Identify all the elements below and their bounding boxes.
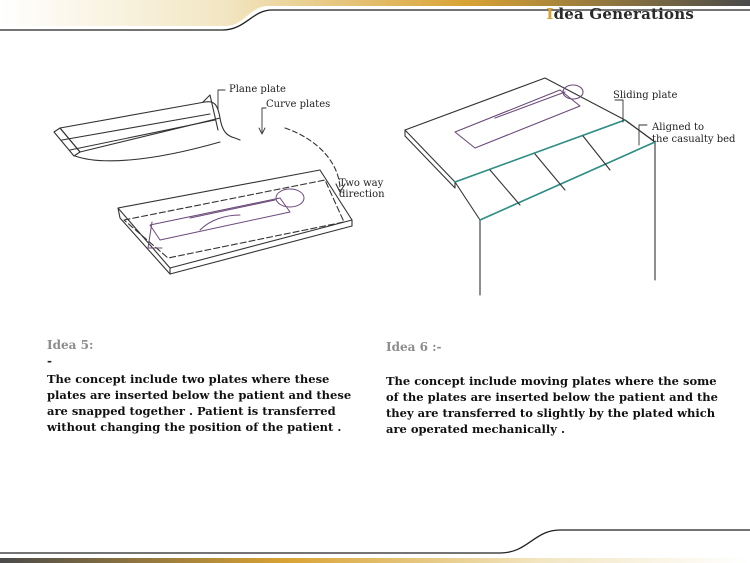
- bottom-curve-line: [0, 529, 750, 554]
- idea5-description: The concept include two plates where the…: [47, 372, 352, 434]
- page-title: Idea Generations: [546, 5, 694, 23]
- label-plane-plate: Plane plate: [229, 84, 286, 95]
- label-direction-line2: direction: [339, 189, 385, 200]
- title-rest: dea Generations: [553, 5, 694, 23]
- idea5-dash: -: [47, 354, 52, 368]
- top-bar: [0, 0, 750, 26]
- title-first-letter: I: [546, 5, 554, 23]
- top-curve-line: [0, 9, 750, 31]
- idea5-heading: Idea 5:: [47, 338, 94, 352]
- idea6-heading: Idea 6 :-: [386, 340, 442, 354]
- label-direction-line1: Two way: [339, 178, 384, 189]
- idea6-description: The concept include moving plates where …: [386, 374, 718, 436]
- idea5-sketch: [53, 89, 353, 275]
- bottom-bar: [0, 558, 750, 563]
- label-curve-plates: Curve plates: [266, 99, 331, 110]
- label-sliding-plate: Sliding plate: [613, 90, 678, 101]
- idea6-sketch: [404, 77, 656, 296]
- label-aligned-line2: the casualty bed: [652, 134, 736, 145]
- label-aligned-line1: Aligned to: [652, 122, 704, 133]
